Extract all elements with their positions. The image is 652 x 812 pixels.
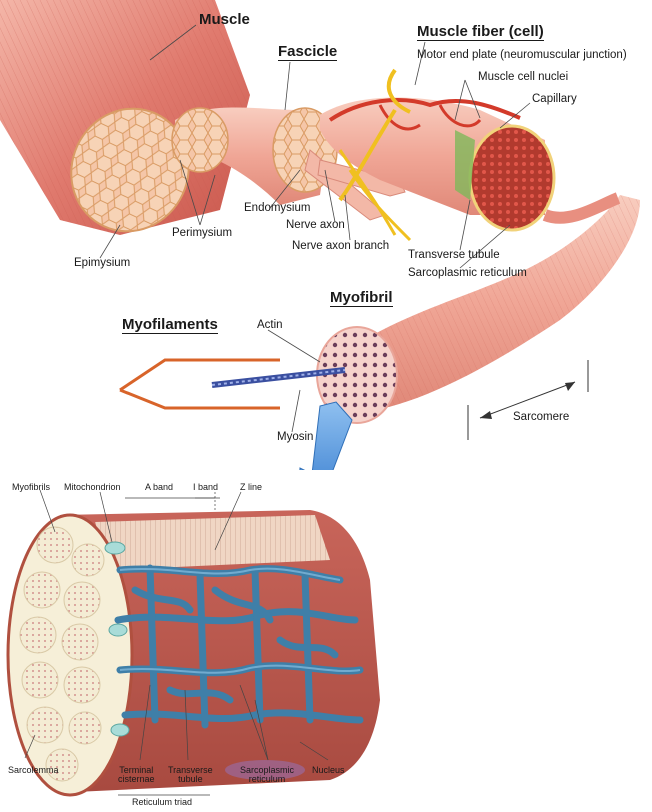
capillary-vessel [328,98,521,122]
muscle-structure-illustration [0,0,640,440]
label-muscle: Muscle [199,11,250,28]
nucleus-shape [225,760,305,780]
label-sarcoplasmic-reticulum-detail: Sarcoplasmic reticulum [240,765,295,784]
fiber-tube [60,510,380,792]
mitochondrion-shape [104,541,126,555]
label-epimysium: Epimysium [74,257,131,269]
label-nerve-axon: Nerve axon [286,219,345,231]
label-sarcomere: Sarcomere [513,411,570,423]
label-motor-end-plate: Motor end plate (neuromuscular junction) [417,49,627,61]
label-z-line: Z line [240,482,263,492]
myofibril-circles [19,526,105,782]
myofilament-fork [119,358,280,410]
label-myosin: Myosin [277,431,314,443]
nerve-axon-branch-path [338,149,412,242]
label-fascicle: Fascicle [278,43,338,61]
label-myofibrils: Myofibrils [12,482,51,492]
label-capillary: Capillary [532,93,577,105]
leader-lines [99,24,531,433]
sarcomere-illustration [6,489,380,797]
muscle-structure-diagram: Muscle Fascicle Muscle fiber (cell) Moto… [0,0,640,443]
sarcomere-arrow [479,381,576,419]
muscle-cross-section [70,107,190,233]
label-sarcoplasmic-reticulum: Sarcoplasmic reticulum [408,267,527,279]
label-muscle-cell-nuclei: Muscle cell nuclei [478,71,569,83]
label-endomysium: Endomysium [244,202,311,214]
fascicle-cross-section [171,107,229,173]
nerve-axon-path [338,68,411,202]
label-perimysium: Perimysium [172,227,233,239]
myofibril-band [95,515,330,570]
label-transverse-tubule-detail: Transverse tubule [168,765,213,784]
label-terminal-cisternae: Terminal cisternae [118,765,155,784]
label-myofibril: Myofibril [330,289,393,307]
label-i-band: I band [193,482,219,492]
label-nerve-axon-branch: Nerve axon branch [292,240,390,252]
label-muscle-fiber: Muscle fiber (cell) [417,23,544,41]
label-actin: Actin [257,319,283,331]
sarcomere-detail-diagram: Myofibrils Mitochondrion A band I band Z… [0,470,400,812]
leader-lines [24,489,329,796]
fiber-cross-section [468,124,556,232]
label-mitochondrion: Mitochondrion [64,482,121,492]
myofibril-cross-section [316,326,398,424]
label-a-band: A band [145,482,174,492]
label-nucleus: Nucleus [312,765,345,775]
label-myofilaments: Myofilaments [122,316,218,334]
label-reticulum-triad: Reticulum triad [132,797,193,807]
label-sarcolemma: Sarcolemma [8,765,59,775]
label-transverse-tubule: Transverse tubule [408,249,500,261]
